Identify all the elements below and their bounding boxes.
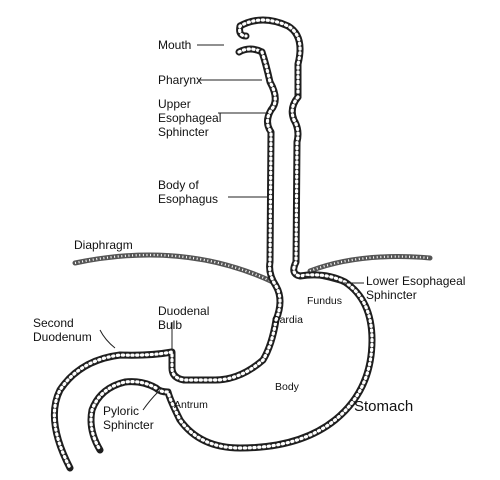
label-pharynx: Pharynx — [158, 73, 203, 87]
label-duodenal-bulb: Duodenal Bulb — [158, 304, 210, 332]
label-cardia: Cardia — [272, 314, 303, 326]
label-upper-esophageal-sphincter: Upper Esophageal Sphincter — [158, 97, 222, 139]
label-second-duodenum: Second Duodenum — [33, 316, 92, 344]
label-fundus: Fundus — [307, 295, 343, 307]
duodenum-inner-wall — [87, 378, 160, 454]
leader-lines — [99, 44, 364, 411]
diaphragm-line — [72, 252, 433, 286]
label-body: Body — [275, 381, 299, 393]
label-lower-esophageal-sphincter: Lower Esophageal Sphincter — [366, 274, 466, 302]
label-pyloric-sphincter: Pyloric Sphincter — [103, 404, 154, 432]
label-stomach: Stomach — [354, 398, 414, 415]
label-body-of-esophagus: Body of Esophagus — [158, 178, 219, 206]
label-mouth: Mouth — [158, 38, 192, 52]
esophagus-right-wall — [152, 93, 376, 452]
label-diaphragm: Diaphragm — [74, 238, 133, 252]
label-antrum: Antrum — [174, 399, 208, 411]
esophagus-left-wall — [50, 48, 284, 472]
